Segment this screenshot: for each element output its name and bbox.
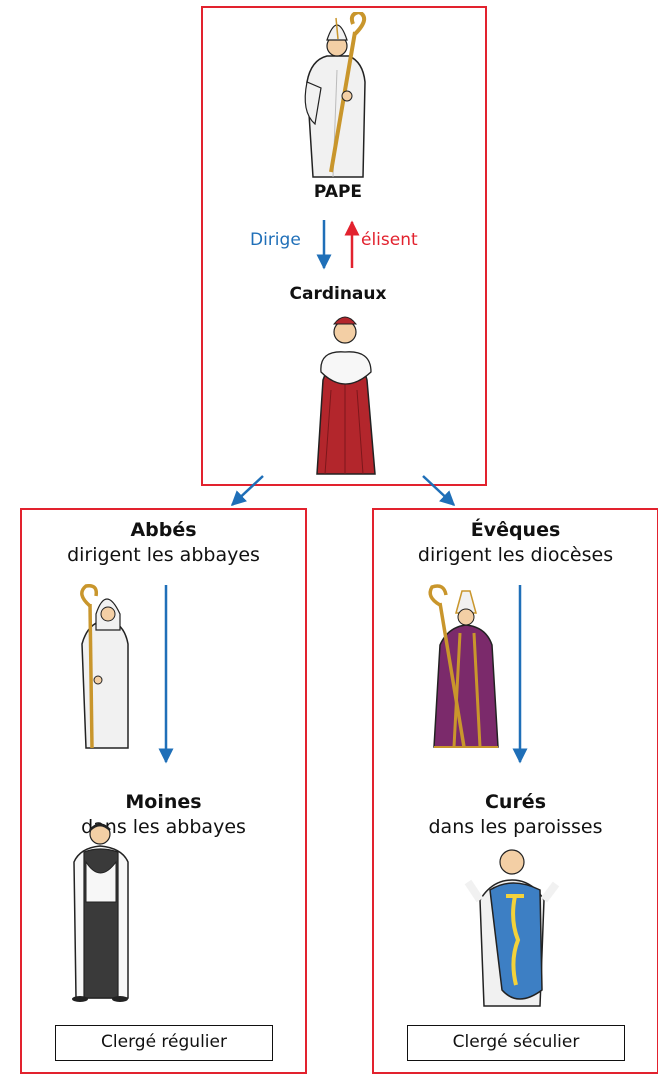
regular-clergy-footer: Clergé régulier (55, 1025, 273, 1061)
priests-heading: Curés dans les paroisses (374, 790, 657, 840)
monk-figure (72, 823, 129, 1002)
monks-heading: Moines dans les abbayes (22, 790, 305, 840)
monks-title: Moines (125, 791, 202, 813)
abbots-heading: Abbés dirigent les abbayes (22, 518, 305, 568)
bishops-heading: Évêques dirigent les diocèses (374, 518, 657, 568)
cardinals-label: Cardinaux (289, 284, 387, 304)
cardinal-figure (316, 316, 376, 475)
priests-title: Curés (484, 791, 547, 813)
abbot-figure (80, 584, 129, 749)
abbots-title: Abbés (130, 519, 197, 541)
regular-clergy-frame (20, 508, 307, 1074)
pope-label: PAPE (313, 182, 363, 202)
priests-subtitle: dans les paroisses (428, 816, 603, 838)
pope-figure (304, 12, 367, 178)
to-bishops-arrow (422, 475, 456, 507)
bishops-subtitle: dirigent les diocèses (417, 544, 614, 566)
priest-figure (464, 849, 560, 1007)
bishop-figure (428, 584, 499, 748)
elect-label: élisent (361, 230, 418, 250)
secular-clergy-footer: Clergé séculier (407, 1025, 625, 1061)
abbots-subtitle: dirigent les abbayes (67, 544, 260, 566)
monks-subtitle: dans les abbayes (81, 816, 246, 838)
bishops-title: Évêques (470, 519, 561, 541)
papacy-frame (201, 6, 487, 486)
to-abbots-arrow (230, 475, 264, 507)
directs-label: Dirige (250, 230, 301, 250)
